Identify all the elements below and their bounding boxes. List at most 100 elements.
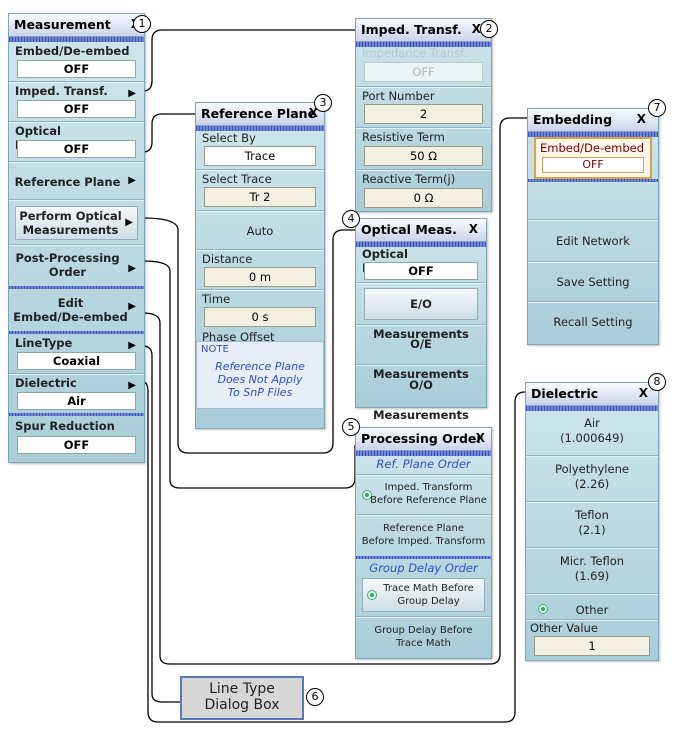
section-bar [356, 556, 491, 559]
oo-measurements-button[interactable]: O/O Measurements [373, 378, 469, 422]
header-bar [356, 42, 491, 47]
port-number-value[interactable]: 2 [364, 104, 483, 124]
close-button[interactable]: X [638, 386, 648, 400]
perform-optical-button[interactable]: Perform Optical Measurements ▶ [15, 206, 138, 240]
note-line-2: Does Not Apply [217, 373, 303, 386]
divider [356, 86, 491, 88]
time-label: Time [202, 292, 231, 306]
divider [9, 373, 144, 375]
ref-plane-order-heading: Ref. Plane Order [376, 457, 471, 471]
embed-toggle-button[interactable]: Embed/De-embed OFF [534, 137, 652, 179]
linetype-label: LineType [15, 336, 73, 350]
connector-optical [142, 217, 355, 454]
imped-value[interactable]: OFF [17, 100, 136, 118]
polyethylene-label-2: (2.26) [574, 477, 610, 491]
other-value-label: Other Value [530, 621, 598, 635]
divider [526, 547, 658, 549]
header-bar [528, 132, 658, 137]
teflon-option[interactable]: Teflon (2.1) [526, 503, 658, 547]
recall-setting-label: Recall Setting [553, 315, 633, 329]
divider [528, 219, 658, 221]
embed-value[interactable]: OFF [17, 60, 136, 78]
option-label-2: Before Reference Plane [370, 495, 487, 506]
panel-title: Embedding [533, 112, 613, 127]
option-label-2: Group Delay [397, 596, 460, 607]
imped-before-ref-option[interactable]: Imped. Transform Before Reference Plane [356, 476, 491, 514]
panel-title: Processing Order [361, 431, 483, 446]
divider [526, 501, 658, 503]
micr-teflon-option[interactable]: Micr. Teflon (1.69) [526, 549, 658, 593]
linetype-value[interactable]: Coaxial [17, 352, 136, 370]
divider [526, 593, 658, 595]
close-button[interactable]: X [636, 112, 646, 126]
post-processing-button[interactable]: Post-Processing Order ▶ [9, 247, 144, 283]
optical-value[interactable]: OFF [17, 140, 136, 158]
linetype-box-line-2: Dialog Box [204, 697, 280, 713]
chevron-right-icon: ▶ [128, 88, 136, 99]
header-bar [356, 242, 486, 247]
optical-meas-value[interactable]: OFF [364, 262, 478, 280]
dielectric-value[interactable]: Air [17, 392, 136, 410]
measurement-panel: Measurement X Embed/De-embed OFF Imped. … [8, 13, 145, 463]
polyethylene-option[interactable]: Polyethylene (2.26) [526, 457, 658, 501]
connector-processing [142, 260, 356, 489]
distance-label: Distance [202, 252, 253, 266]
oe-measurements-button[interactable]: O/E Measurements [373, 337, 469, 381]
air-option[interactable]: Air (1.000649) [526, 411, 658, 455]
reference-plane-label: Reference Plane [14, 175, 121, 189]
option-label-2: Trace Math [396, 638, 451, 649]
select-by-label: Select By [202, 131, 256, 145]
ref-before-imped-option[interactable]: Reference Plane Before Imped. Transform [356, 516, 491, 554]
group-delay-before-option[interactable]: Group Delay Before Trace Math [356, 618, 491, 656]
resistive-term-value[interactable]: 50 Ω [364, 146, 483, 166]
spur-value[interactable]: OFF [17, 436, 136, 454]
imped-title-bar: Imped. Transf. X [356, 19, 491, 42]
spur-label: Spur Reduction [15, 419, 115, 433]
polyethylene-label-1: Polyethylene [555, 462, 629, 476]
reactive-term-value[interactable]: 0 Ω [364, 188, 483, 208]
trace-math-before-option[interactable]: Trace Math Before Group Delay [362, 578, 485, 612]
option-label-1: Group Delay Before [374, 625, 473, 636]
edit-label-1: Edit [57, 296, 84, 310]
reference-plane-button[interactable]: Reference Plane ▶ [9, 164, 144, 198]
divider [356, 282, 486, 284]
edit-embed-button[interactable]: Edit Embed/De-embed ▶ [9, 292, 144, 328]
save-setting-button[interactable]: Save Setting [528, 263, 658, 301]
distance-value[interactable]: 0 m [204, 267, 316, 287]
close-button[interactable]: X [475, 431, 485, 445]
close-button[interactable]: X [471, 22, 481, 36]
eo-measurements-button[interactable]: E/O Measurements [364, 288, 478, 341]
auto-button[interactable]: Auto [196, 211, 324, 249]
divider [9, 244, 144, 246]
callout-badge: 6 [306, 688, 324, 706]
note-line-3: To SnP Files [227, 386, 293, 399]
edit-network-button[interactable]: Edit Network [528, 221, 658, 261]
other-option[interactable]: Other [526, 595, 658, 625]
embed-toggle-value: OFF [542, 157, 644, 173]
note-title: NOTE [201, 344, 229, 355]
header-bar [9, 37, 144, 42]
time-value[interactable]: 0 s [204, 307, 316, 327]
connector-refplane [142, 113, 195, 153]
other-value-field[interactable]: 1 [534, 636, 650, 656]
close-button[interactable]: X [468, 222, 478, 236]
section-bar [9, 413, 144, 416]
auto-label: Auto [246, 224, 274, 238]
note-line-1: Reference Plane [215, 360, 305, 373]
select-trace-value[interactable]: Tr 2 [204, 187, 316, 207]
divider [196, 210, 324, 212]
divider [196, 169, 324, 171]
imped-label: Imped. Transf. [15, 84, 108, 98]
linetype-box-line-1: Line Type [209, 681, 275, 697]
refplane-title-bar: Reference Plane X [196, 103, 324, 126]
recall-setting-button[interactable]: Recall Setting [528, 303, 658, 343]
callout-badge: 8 [648, 373, 666, 391]
resistive-term-label: Resistive Term [362, 130, 445, 144]
edit-network-label: Edit Network [556, 234, 630, 248]
option-label-1: Imped. Transform [384, 482, 473, 493]
panel-title: Dielectric [531, 386, 599, 401]
processing-order-panel: Processing Order X Ref. Plane Order Impe… [355, 427, 492, 659]
callout-badge: 5 [342, 418, 360, 436]
close-button[interactable]: X [308, 106, 318, 120]
select-by-value[interactable]: Trace [204, 146, 316, 166]
